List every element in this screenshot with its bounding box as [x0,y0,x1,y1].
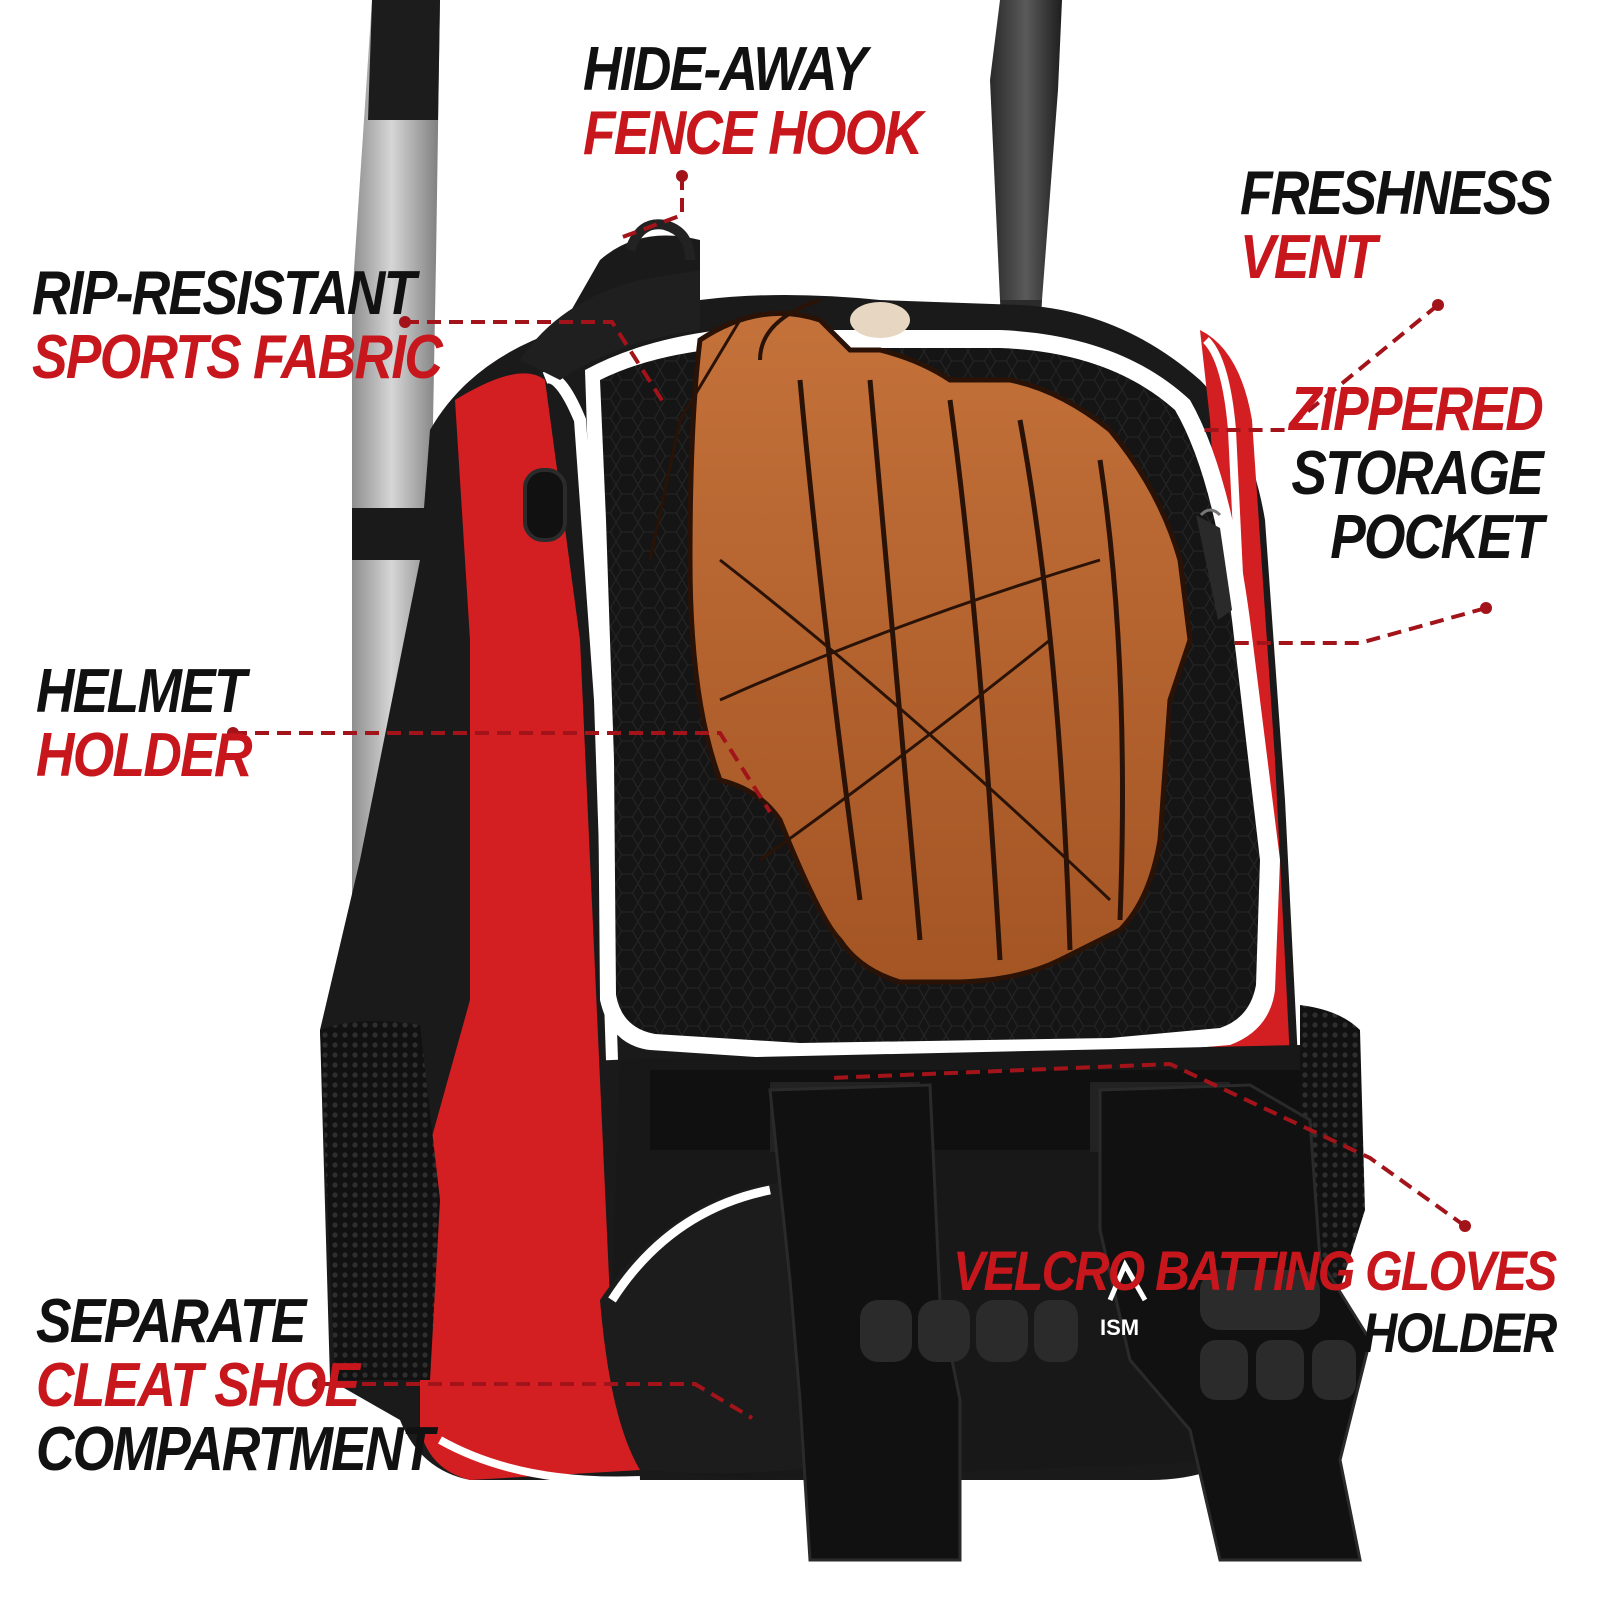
callout-cleat-compartment-line3: COMPARTMENT [36,1415,434,1484]
batting-gloves: ISM [768,1083,1372,1562]
bat-strap [352,508,432,560]
callout-fence-hook: HIDE-AWAY FENCE HOOK [583,35,923,168]
callout-cleat-compartment: SEPARATE CLEAT SHOE COMPARTMENT [36,1287,434,1484]
callout-gloves-holder: VELCRO BATTING GLOVES HOLDER [953,1239,1558,1364]
callout-sports-fabric: RIP-RESISTANT SPORTS FABRIC [32,259,443,392]
leader-dots [227,170,1492,1390]
callout-freshness-vent-line2: VENT [1240,223,1377,292]
callout-freshness-vent: FRESHNESS VENT [1240,159,1552,292]
side-mesh-left [320,1021,440,1380]
callout-fence-hook-line1: HIDE-AWAY [583,35,867,104]
callout-helmet-holder: HELMET HOLDER [36,657,253,790]
callout-storage-pocket-line3: POCKET [1330,503,1544,572]
callout-sports-fabric-line1: RIP-RESISTANT [32,259,416,328]
bat-black [990,0,1062,340]
callout-sports-fabric-line2: SPORTS FABRIC [32,323,443,392]
callout-fence-hook-line2: FENCE HOOK [583,99,923,168]
baseball-glove [648,298,1193,985]
callout-helmet-holder-line2: HOLDER [36,721,253,790]
leader-lines [233,176,1487,1420]
callout-helmet-holder-line1: HELMET [36,657,247,726]
callout-cleat-compartment-line1: SEPARATE [36,1287,306,1356]
callout-cleat-compartment-line2: CLEAT SHOE [36,1351,360,1420]
callout-storage-pocket: ZIPPERED STORAGE POCKET [1289,375,1544,572]
callout-gloves-holder-line2: HOLDER [1362,1301,1558,1364]
callout-gloves-holder-line1: VELCRO BATTING GLOVES [953,1239,1558,1302]
callout-storage-pocket-line1: ZIPPERED [1289,375,1544,444]
callout-freshness-vent-line1: FRESHNESS [1240,159,1552,228]
callout-storage-pocket-line2: STORAGE [1291,439,1543,508]
brand-mark: ISM [1100,1315,1139,1340]
